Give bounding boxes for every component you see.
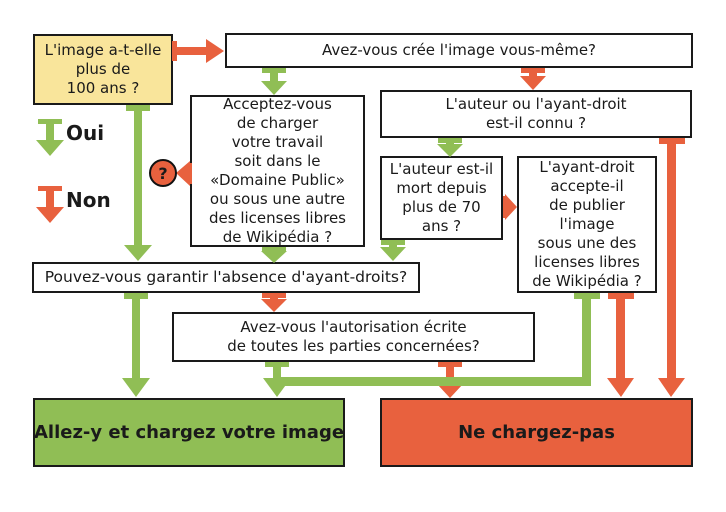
node-guarantee-no-rights-holder: Pouvez-vous garantir l'absence d'ayant-d… (32, 262, 420, 293)
legend-yes-label: Oui (66, 121, 105, 145)
non-arrow-guarantee-to-permission (261, 293, 287, 312)
node-written-permission: Avez-vous l'autorisation écrite de toute… (172, 312, 535, 362)
non-arrow-permission-to-stop (437, 362, 463, 398)
non-arrow-self-to-known (520, 68, 546, 90)
result-do-not-upload: Ne chargez-pas (380, 398, 693, 467)
oui-arrow-known-to-dead (437, 138, 463, 157)
help-icon: ? (149, 159, 177, 187)
legend-no-label: Non (66, 188, 111, 212)
node-image-age: L'image a-t-elle plus de 100 ans ? (33, 34, 173, 105)
node-self-created: Avez-vous crée l'image vous-même? (225, 33, 693, 68)
non-arrow-dead-to-holder (503, 194, 517, 220)
node-accept-license: Acceptez-vous de charger votre travail s… (190, 95, 365, 247)
oui-arrow-permission-to-go (263, 362, 291, 397)
oui-arrow-guarantee-to-go (122, 293, 150, 397)
oui-arrow-dead-to-guarantee (380, 240, 406, 261)
node-author-dead-70: L'auteur est-il mort depuis plus de 70 a… (380, 156, 503, 240)
non-arrow-holder-to-stop (607, 293, 634, 397)
oui-arrow-age-to-guarantee (124, 105, 152, 261)
non-arrow-icon (36, 186, 64, 223)
node-rights-holder-accepts: L'ayant-droit accepte-il de publier l'im… (517, 156, 657, 293)
non-arrow-age-to-self (172, 39, 224, 63)
oui-arrow-accept-to-guarantee (261, 247, 287, 263)
oui-arrow-icon (36, 119, 64, 156)
oui-arrow-self-to-accept (261, 68, 287, 95)
result-upload-allowed: Allez-y et chargez votre image (33, 398, 345, 467)
node-author-known: L'auteur ou l'ayant-droit est-il connu ? (380, 90, 692, 138)
non-arrow-known-to-stop (658, 138, 685, 397)
